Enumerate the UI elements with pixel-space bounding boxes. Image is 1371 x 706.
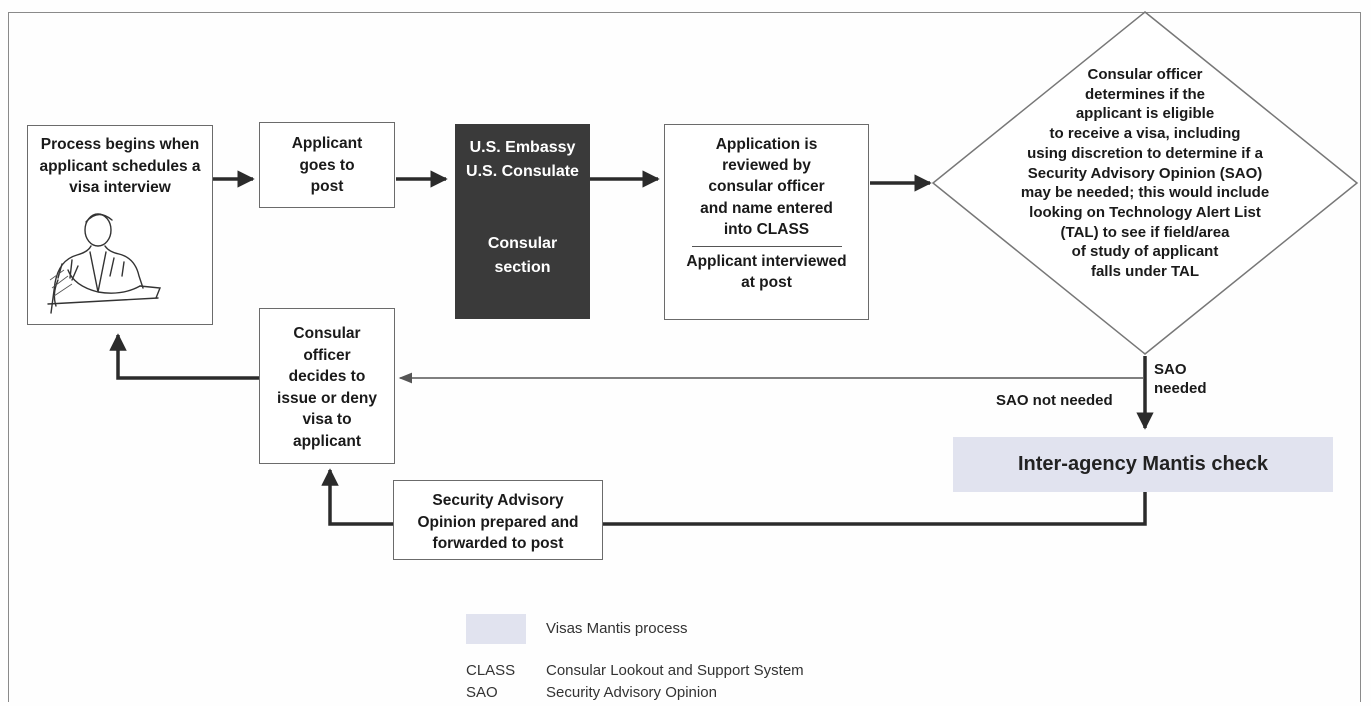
diamond-line-10: of study of applicant — [1071, 243, 1219, 261]
mantis-check-box: Inter-agency Mantis check — [953, 437, 1333, 492]
review-line-5: into CLASS — [723, 220, 810, 238]
officer-line-6: applicant — [292, 432, 362, 450]
embassy-line-4: section — [494, 259, 551, 276]
application-review-box: Application is reviewed by consular offi… — [664, 124, 869, 320]
legend-meaning-sao: Security Advisory Opinion — [546, 684, 717, 701]
decision-diamond — [931, 11, 1359, 355]
diamond-line-6: Security Advisory Opinion (SAO) — [1027, 164, 1263, 182]
diamond-line-2: determines if the — [1084, 85, 1206, 103]
diamond-line-3: applicant is eligible — [1075, 105, 1215, 123]
embassy-line-3: Consular — [487, 235, 558, 252]
review-divider — [691, 246, 842, 248]
diamond-line-5: using discretion to determine if a — [1027, 144, 1263, 162]
mantis-check-text: Inter-agency Mantis check — [1017, 452, 1269, 475]
officer-line-5: visa to — [302, 411, 352, 428]
diamond-line-1: Consular officer — [1087, 66, 1203, 83]
applicant-goes-to-post-box: Applicant goes to post — [259, 122, 395, 208]
diamond-line-9: (TAL) to see if field/area — [1060, 223, 1230, 241]
officer-line-2: officer — [303, 346, 351, 364]
diagram-frame — [8, 12, 1361, 702]
person-at-desk-illustration — [47, 213, 161, 314]
process-start-text: Process begins when applicant schedules … — [39, 136, 201, 196]
legend-mantis-label: Visas Mantis process — [546, 620, 688, 637]
diamond-line-8: looking on Technology Alert List — [1029, 203, 1261, 221]
goes-to-post-line-2: goes to — [299, 156, 355, 174]
review-line-3: consular officer — [708, 178, 825, 196]
sao-not-needed-label: SAO not needed — [996, 392, 1113, 409]
goes-to-post-line-1: Applicant — [291, 135, 363, 152]
arrow-sao-to-officer — [321, 468, 393, 526]
review-line-4: and name entered — [700, 199, 833, 217]
embassy-consular-section-box: U.S. Embassy U.S. Consulate Consular sec… — [455, 124, 590, 319]
embassy-line-1: U.S. Embassy — [469, 139, 576, 156]
process-start-box: Process begins when applicant schedules … — [27, 125, 213, 325]
arrow-officer-to-start — [109, 333, 259, 380]
legend-abbr-class: CLASS — [466, 662, 516, 679]
sao-prepared-line-3: forwarded to post — [432, 535, 564, 552]
officer-line-4: issue or deny — [277, 389, 377, 407]
legend-abbr-sao: SAO — [466, 684, 498, 701]
legend-meaning-class: Consular Lookout and Support System — [546, 662, 804, 679]
diamond-line-4: to receive a visa, including — [1049, 125, 1241, 143]
legend-mantis-swatch — [466, 614, 526, 644]
interview-line-2: at post — [741, 274, 792, 292]
goes-to-post-line-3: post — [310, 178, 344, 195]
sao-needed-line-2: needed — [1154, 380, 1207, 397]
officer-decides-box: Consular officer decides to issue or den… — [259, 308, 395, 464]
interview-line-1: Applicant interviewed — [686, 253, 847, 271]
embassy-line-2: U.S. Consulate — [466, 163, 579, 180]
sao-prepared-box: Security Advisory Opinion prepared and f… — [393, 480, 603, 560]
review-line-1: Application is — [715, 136, 818, 153]
diamond-line-11: falls under TAL — [1090, 263, 1200, 281]
sao-needed-line-1: SAO — [1154, 361, 1187, 378]
decision-diamond-text: Consular officer determines if the appli… — [985, 65, 1305, 282]
officer-line-1: Consular — [293, 325, 361, 342]
sao-prepared-line-2: Opinion prepared and — [417, 513, 579, 531]
review-line-2: reviewed by — [722, 157, 811, 175]
arrow-mantis-to-sao — [603, 492, 1147, 526]
diamond-line-7: may be needed; this would include — [1020, 184, 1270, 202]
sao-needed-label: SAO needed — [1154, 360, 1207, 398]
sao-prepared-line-1: Security Advisory — [432, 492, 564, 509]
officer-line-3: decides to — [288, 368, 366, 385]
